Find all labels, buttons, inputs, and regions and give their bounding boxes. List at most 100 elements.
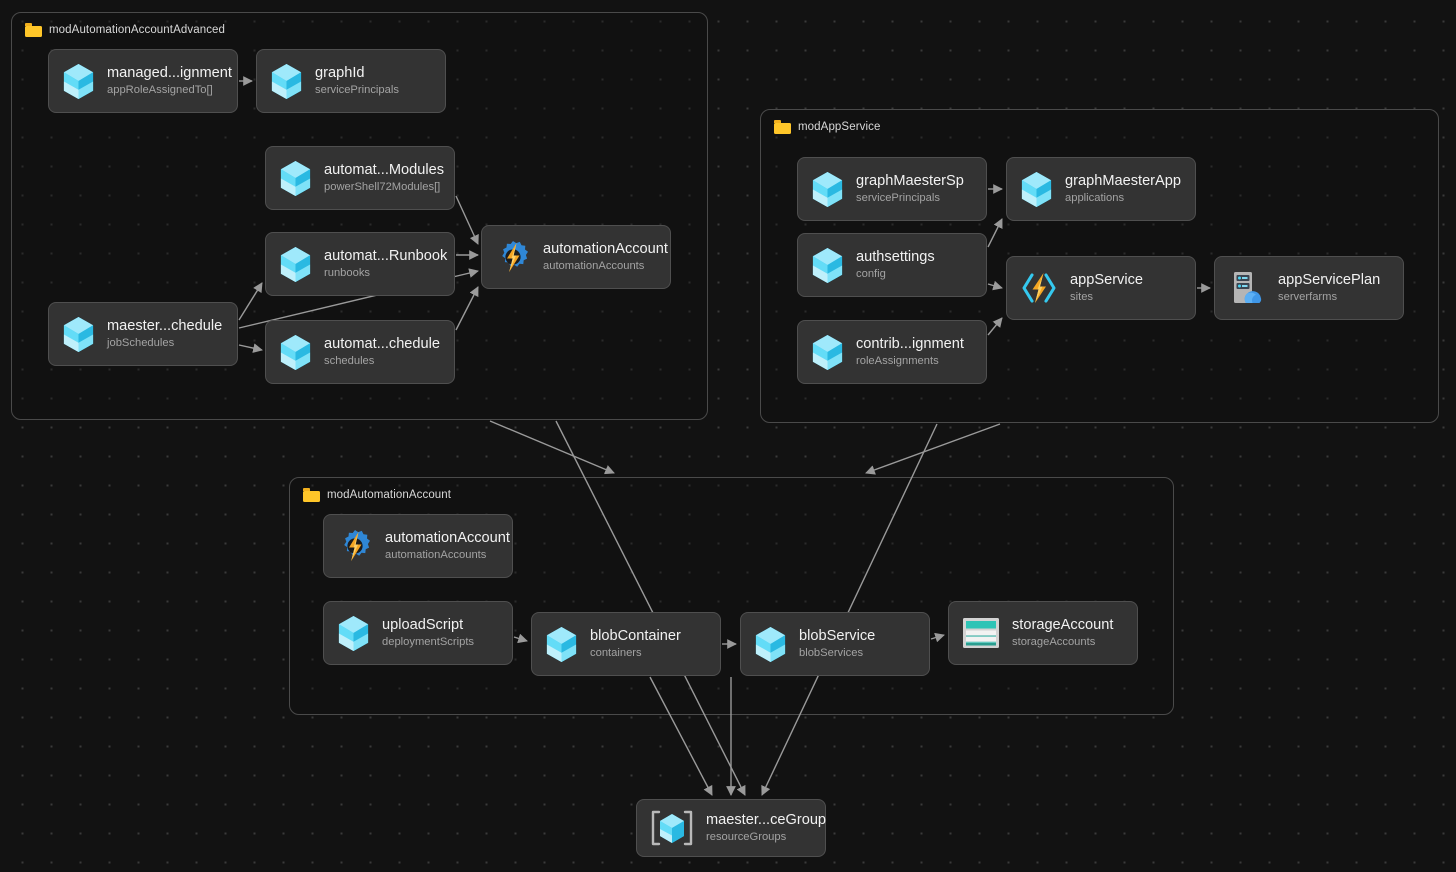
node-title: maester...ceGroup <box>706 812 827 828</box>
node-contribAssignment[interactable]: contrib...ignment roleAssignments <box>797 320 987 384</box>
node-text: automationAccount automationAccounts <box>385 530 510 562</box>
node-text: automat...chedule schedules <box>324 336 440 368</box>
resource-group-icon <box>651 810 693 846</box>
node-title: automationAccount <box>385 530 510 546</box>
node-text: maester...ceGroup resourceGroups <box>706 812 827 844</box>
node-blobContainer[interactable]: blobContainer containers <box>531 612 721 676</box>
node-authsettings[interactable]: authsettings config <box>797 233 987 297</box>
cube-icon <box>271 63 302 99</box>
node-subtitle: resourceGroups <box>706 831 787 843</box>
cube-icon <box>280 246 311 282</box>
node-title: graphMaesterSp <box>856 173 964 189</box>
node-maesterSchedule[interactable]: maester...chedule jobSchedules <box>48 302 238 366</box>
cube-icon <box>280 160 311 196</box>
node-subtitle: servicePrincipals <box>856 192 940 204</box>
node-maesterResourceGroup[interactable]: maester...ceGroup resourceGroups <box>636 799 826 857</box>
node-title: automat...chedule <box>324 336 441 352</box>
node-text: automat...Runbook runbooks <box>324 248 448 280</box>
node-automationAccount[interactable]: automationAccount automationAccounts <box>323 514 513 578</box>
folder-icon <box>25 23 42 37</box>
node-title: blobService <box>799 628 876 644</box>
node-subtitle: config <box>856 268 886 280</box>
cube-icon <box>63 63 94 99</box>
app-service-icon <box>1022 273 1056 303</box>
node-title: authsettings <box>856 249 935 265</box>
cube-icon <box>812 171 843 207</box>
node-title: managed...ignment <box>107 65 232 81</box>
node-graphMaesterApp[interactable]: graphMaesterApp applications <box>1006 157 1196 221</box>
group-label-modAutomationAccount: modAutomationAccount <box>303 488 451 502</box>
node-title: automat...Runbook <box>324 248 448 264</box>
group-label-text: modAutomationAccount <box>327 489 452 501</box>
node-title: appServicePlan <box>1278 272 1381 288</box>
cube-icon <box>280 334 311 370</box>
node-automatRunbook[interactable]: automat...Runbook runbooks <box>265 232 455 296</box>
node-subtitle: jobSchedules <box>107 337 175 349</box>
group-label-modAppService: modAppService <box>774 120 880 134</box>
node-appServicePlan[interactable]: appServicePlan serverfarms <box>1214 256 1404 320</box>
node-title: maester...chedule <box>107 318 223 334</box>
edge-group2-group3-a <box>865 423 1001 475</box>
node-title: contrib...ignment <box>856 336 964 352</box>
node-text: automationAccount automationAccounts <box>543 241 668 273</box>
node-subtitle: blobServices <box>799 647 864 659</box>
node-text: blobContainer containers <box>590 628 681 660</box>
edge-group1-group3-a <box>489 420 615 475</box>
node-blobService[interactable]: blobService blobServices <box>740 612 930 676</box>
node-title: automationAccount <box>543 241 668 257</box>
node-text: appServicePlan serverfarms <box>1278 272 1380 304</box>
node-text: blobService blobServices <box>799 628 875 660</box>
node-title: blobContainer <box>590 628 681 644</box>
node-text: graphMaesterApp applications <box>1065 173 1181 205</box>
node-text: authsettings config <box>856 249 935 281</box>
group-label-modAutomationAccountAdvanced: modAutomationAccountAdvanced <box>25 23 225 37</box>
node-text: storageAccount storageAccounts <box>1012 617 1113 649</box>
node-title: uploadScript <box>382 617 464 633</box>
node-subtitle: applications <box>1065 192 1125 204</box>
node-text: maester...chedule jobSchedules <box>107 318 222 350</box>
node-subtitle: deploymentScripts <box>382 636 475 648</box>
node-subtitle: powerShell72Modules[] <box>324 181 441 193</box>
automation-account-icon <box>344 530 370 561</box>
cube-icon <box>1021 171 1052 207</box>
node-uploadScript[interactable]: uploadScript deploymentScripts <box>323 601 513 665</box>
node-subtitle: runbooks <box>324 267 371 279</box>
node-subtitle: sites <box>1070 291 1094 303</box>
node-subtitle: containers <box>590 647 642 659</box>
node-subtitle: servicePrincipals <box>315 84 399 96</box>
folder-icon <box>303 488 320 502</box>
node-subtitle: roleAssignments <box>856 355 939 367</box>
group-panel-modAutomationAccount[interactable]: modAutomationAccount <box>289 477 1174 715</box>
node-title: graphMaesterApp <box>1065 173 1182 189</box>
automation-account-icon <box>502 241 528 272</box>
node-subtitle: schedules <box>324 355 375 367</box>
node-storageAccount[interactable]: storageAccount storageAccounts <box>948 601 1138 665</box>
node-title: graphId <box>315 65 365 81</box>
node-title: storageAccount <box>1012 617 1114 633</box>
node-graphMaesterSp[interactable]: graphMaesterSp servicePrincipals <box>797 157 987 221</box>
node-automationAccountAdvanced[interactable]: automationAccount automationAccounts <box>481 225 671 289</box>
node-graphId[interactable]: graphId servicePrincipals <box>256 49 446 113</box>
cube-icon <box>812 334 843 370</box>
folder-icon <box>774 120 791 134</box>
node-subtitle: storageAccounts <box>1012 636 1096 648</box>
storage-account-icon <box>963 618 999 648</box>
node-subtitle: serverfarms <box>1278 291 1338 303</box>
cube-icon <box>63 316 94 352</box>
node-subtitle: automationAccounts <box>385 549 487 561</box>
node-automatSchedule[interactable]: automat...chedule schedules <box>265 320 455 384</box>
group-label-text: modAppService <box>798 121 881 133</box>
node-text: graphId servicePrincipals <box>315 65 399 97</box>
cube-icon <box>812 247 843 283</box>
app-service-plan-icon <box>1234 272 1262 303</box>
node-subtitle: automationAccounts <box>543 260 645 272</box>
cube-icon <box>546 626 577 662</box>
node-text: graphMaesterSp servicePrincipals <box>856 173 964 205</box>
node-text: uploadScript deploymentScripts <box>382 617 474 649</box>
